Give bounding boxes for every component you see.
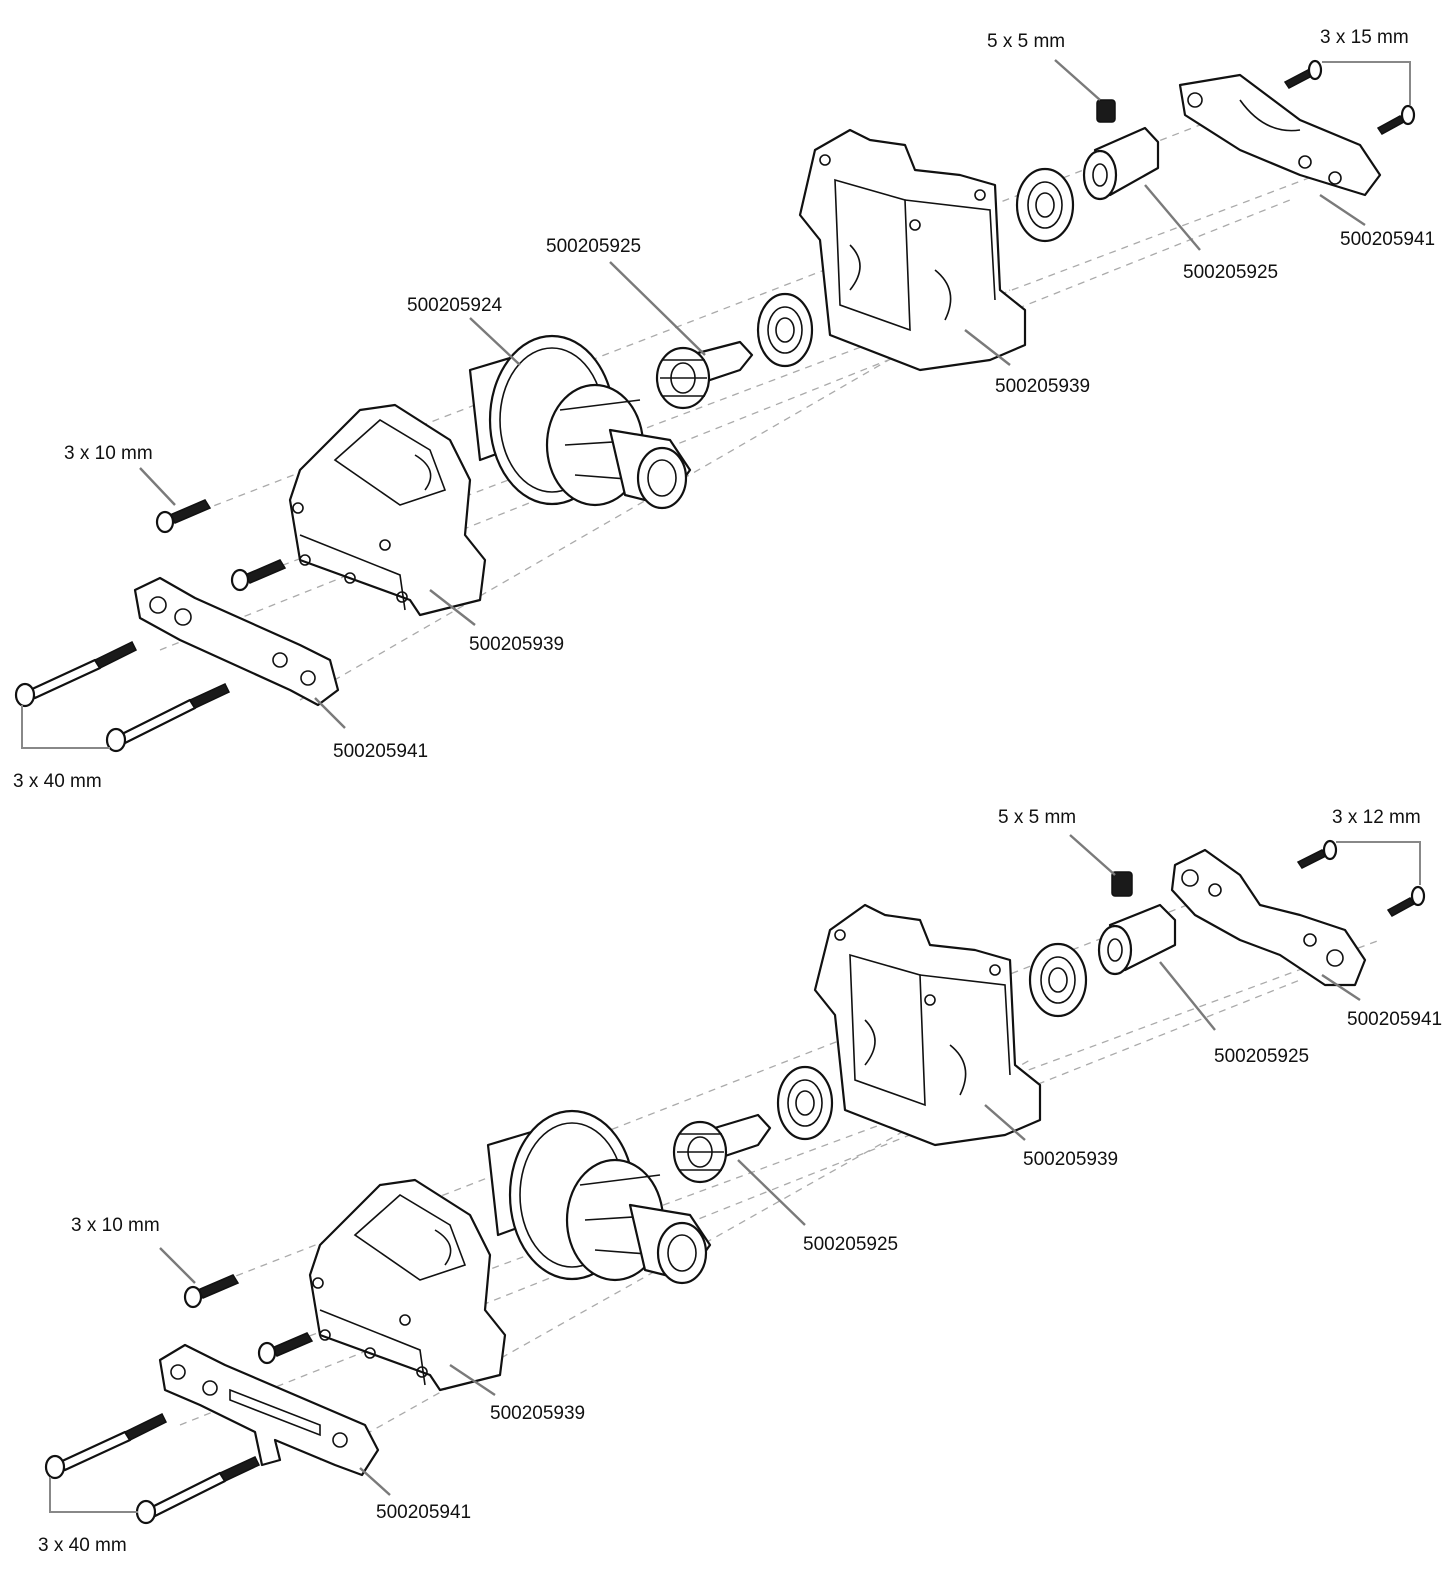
label-outdrive: 500205925 [1214, 1046, 1309, 1067]
bottom-leader-lines [159, 834, 1361, 1496]
top-right-brace [1178, 73, 1382, 197]
label-gearbox-right: 500205939 [1023, 1149, 1118, 1170]
label-brace-left: 500205941 [376, 1502, 471, 1523]
top-left-brace [133, 576, 340, 707]
bottom-differential [486, 1109, 712, 1285]
bottom-bearing-left [776, 1065, 834, 1141]
assembly-top: 5 x 5 mm 3 x 15 mm 500205925 500205941 5… [13, 27, 1435, 792]
label-brace-left: 500205941 [333, 741, 428, 762]
top-labels: 5 x 5 mm 3 x 15 mm 500205925 500205941 5… [13, 27, 1435, 792]
label-gearbox-right: 500205939 [995, 376, 1090, 397]
label-pinion: 500205925 [546, 236, 641, 257]
top-bearing-right [1015, 167, 1075, 243]
label-gearbox-left: 500205939 [469, 634, 564, 655]
label-short-screws: 3 x 10 mm [64, 443, 153, 464]
bottom-gearbox-right [813, 903, 1042, 1147]
bottom-pinion [672, 1113, 772, 1184]
label-gearbox-left: 500205939 [490, 1403, 585, 1424]
bottom-labels: 5 x 5 mm 3 x 12 mm 500205925 500205941 5… [38, 807, 1442, 1556]
label-top-screws: 3 x 15 mm [1320, 27, 1409, 48]
label-set-screw: 5 x 5 mm [998, 807, 1076, 828]
bottom-right-brace [1170, 848, 1367, 987]
bottom-bearing-right [1028, 942, 1088, 1018]
label-long-screws: 3 x 40 mm [38, 1535, 127, 1556]
bottom-gearbox-left [308, 1178, 507, 1392]
label-differential: 500205924 [407, 295, 503, 316]
assembly-bottom: 5 x 5 mm 3 x 12 mm 500205925 500205941 5… [38, 807, 1442, 1556]
top-long-screws [14, 641, 231, 753]
label-long-screws: 3 x 40 mm [13, 771, 102, 792]
top-gearbox-left [288, 403, 487, 617]
top-differential [468, 334, 692, 510]
top-pinion [655, 340, 754, 410]
top-set-screw [1096, 99, 1116, 123]
label-short-screws: 3 x 10 mm [71, 1215, 160, 1236]
top-brace-screws [1283, 59, 1416, 135]
label-brace-right: 500205941 [1347, 1009, 1442, 1030]
bottom-outdrive [1097, 903, 1177, 976]
label-top-screws: 3 x 12 mm [1332, 807, 1421, 828]
label-pinion: 500205925 [803, 1234, 898, 1255]
top-leader-lines [139, 59, 1366, 729]
bottom-set-screw [1111, 871, 1133, 897]
bottom-short-screws [183, 1274, 314, 1365]
label-outdrive: 500205925 [1183, 262, 1278, 283]
assembly-guides [159, 124, 1331, 701]
label-brace-right: 500205941 [1340, 229, 1435, 250]
assembly-guides [179, 899, 1381, 1461]
top-short-screws [155, 499, 287, 592]
top-gearbox-right [798, 128, 1027, 372]
bottom-brace-screws [1296, 839, 1426, 917]
bottom-left-brace [158, 1343, 380, 1477]
bottom-long-screws [44, 1413, 261, 1525]
top-outdrive [1082, 126, 1160, 201]
top-bearing-left [756, 292, 814, 368]
label-set-screw: 5 x 5 mm [987, 31, 1065, 52]
